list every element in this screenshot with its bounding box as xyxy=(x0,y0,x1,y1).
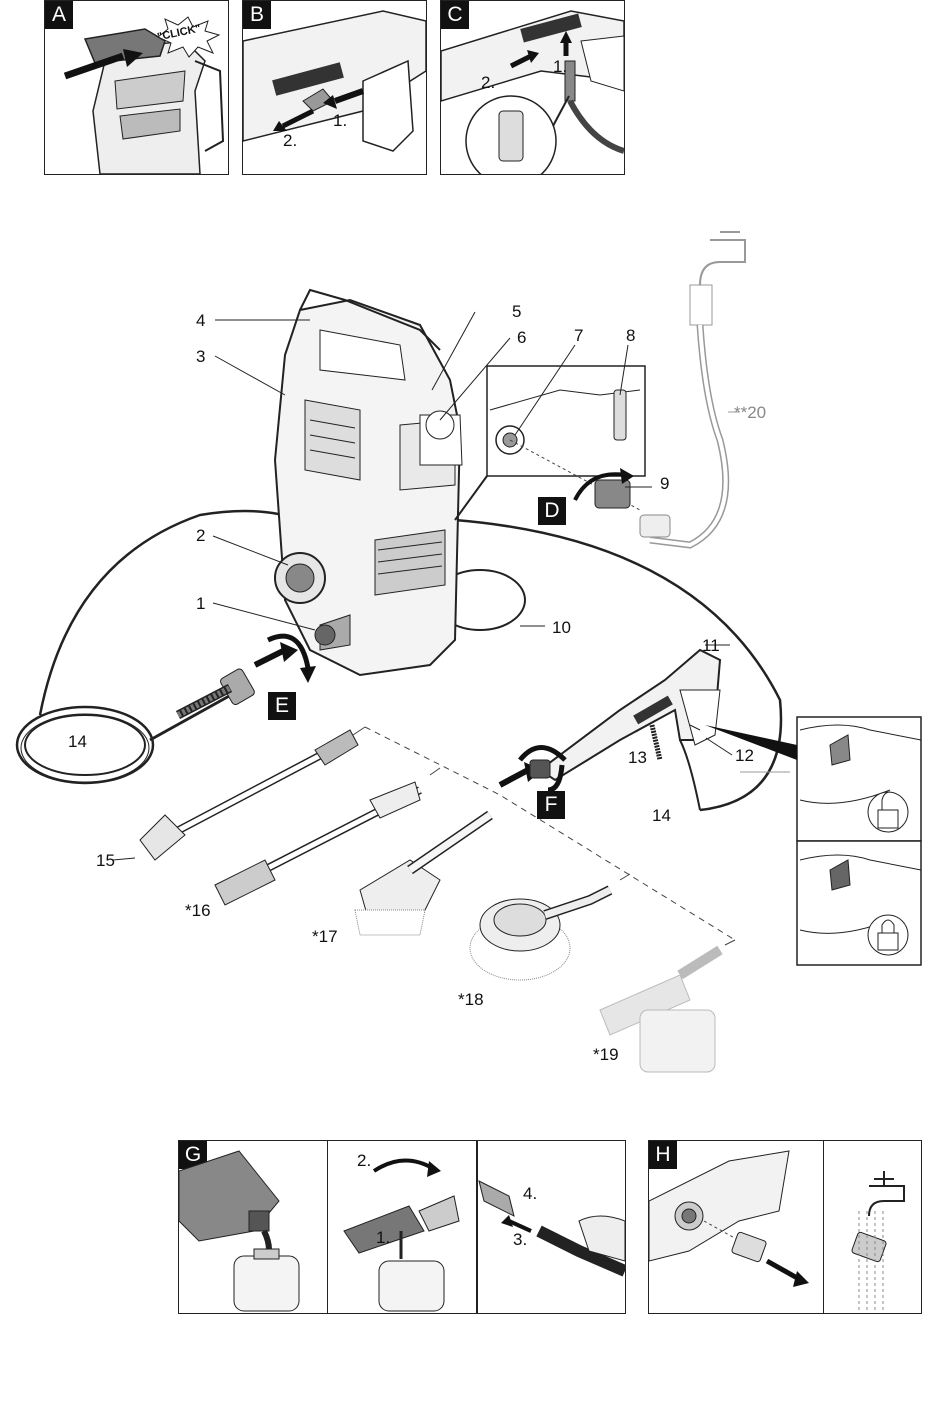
detergent-bottle-illustration xyxy=(179,1141,625,1313)
g-step-2: 2. xyxy=(357,1151,371,1171)
label-15: 15 xyxy=(96,851,115,871)
g-step-1: 1. xyxy=(376,1228,390,1248)
label-7: 7 xyxy=(574,326,583,346)
g-step-4: 4. xyxy=(523,1184,537,1204)
label-4: 4 xyxy=(196,311,205,331)
label-6: 6 xyxy=(517,328,526,348)
label-1: 1 xyxy=(196,594,205,614)
label-13: 13 xyxy=(628,748,647,768)
label-16: *16 xyxy=(185,901,211,921)
step-badge-d: D xyxy=(538,497,566,525)
label-8: 8 xyxy=(626,326,635,346)
panel-h: H xyxy=(648,1140,922,1314)
label-14-gun-hose: 14 xyxy=(652,806,671,826)
label-18: *18 xyxy=(458,990,484,1010)
label-10: 10 xyxy=(552,618,571,638)
step-badge-f: F xyxy=(537,791,565,819)
panel-g: G 1. 2. 3. 4. xyxy=(178,1140,626,1314)
filter-cleaning-illustration xyxy=(649,1141,921,1313)
label-20: **20 xyxy=(734,403,766,423)
step-badge-e: E xyxy=(268,692,296,720)
label-17: *17 xyxy=(312,927,338,947)
label-14-hose: 14 xyxy=(68,732,87,752)
label-5: 5 xyxy=(512,302,521,322)
label-3: 3 xyxy=(196,347,205,367)
label-9: 9 xyxy=(660,474,669,494)
label-19: *19 xyxy=(593,1045,619,1065)
g-step-3: 3. xyxy=(513,1230,527,1250)
label-12: 12 xyxy=(735,746,754,766)
label-11: 11 xyxy=(702,636,720,656)
label-2: 2 xyxy=(196,526,205,546)
